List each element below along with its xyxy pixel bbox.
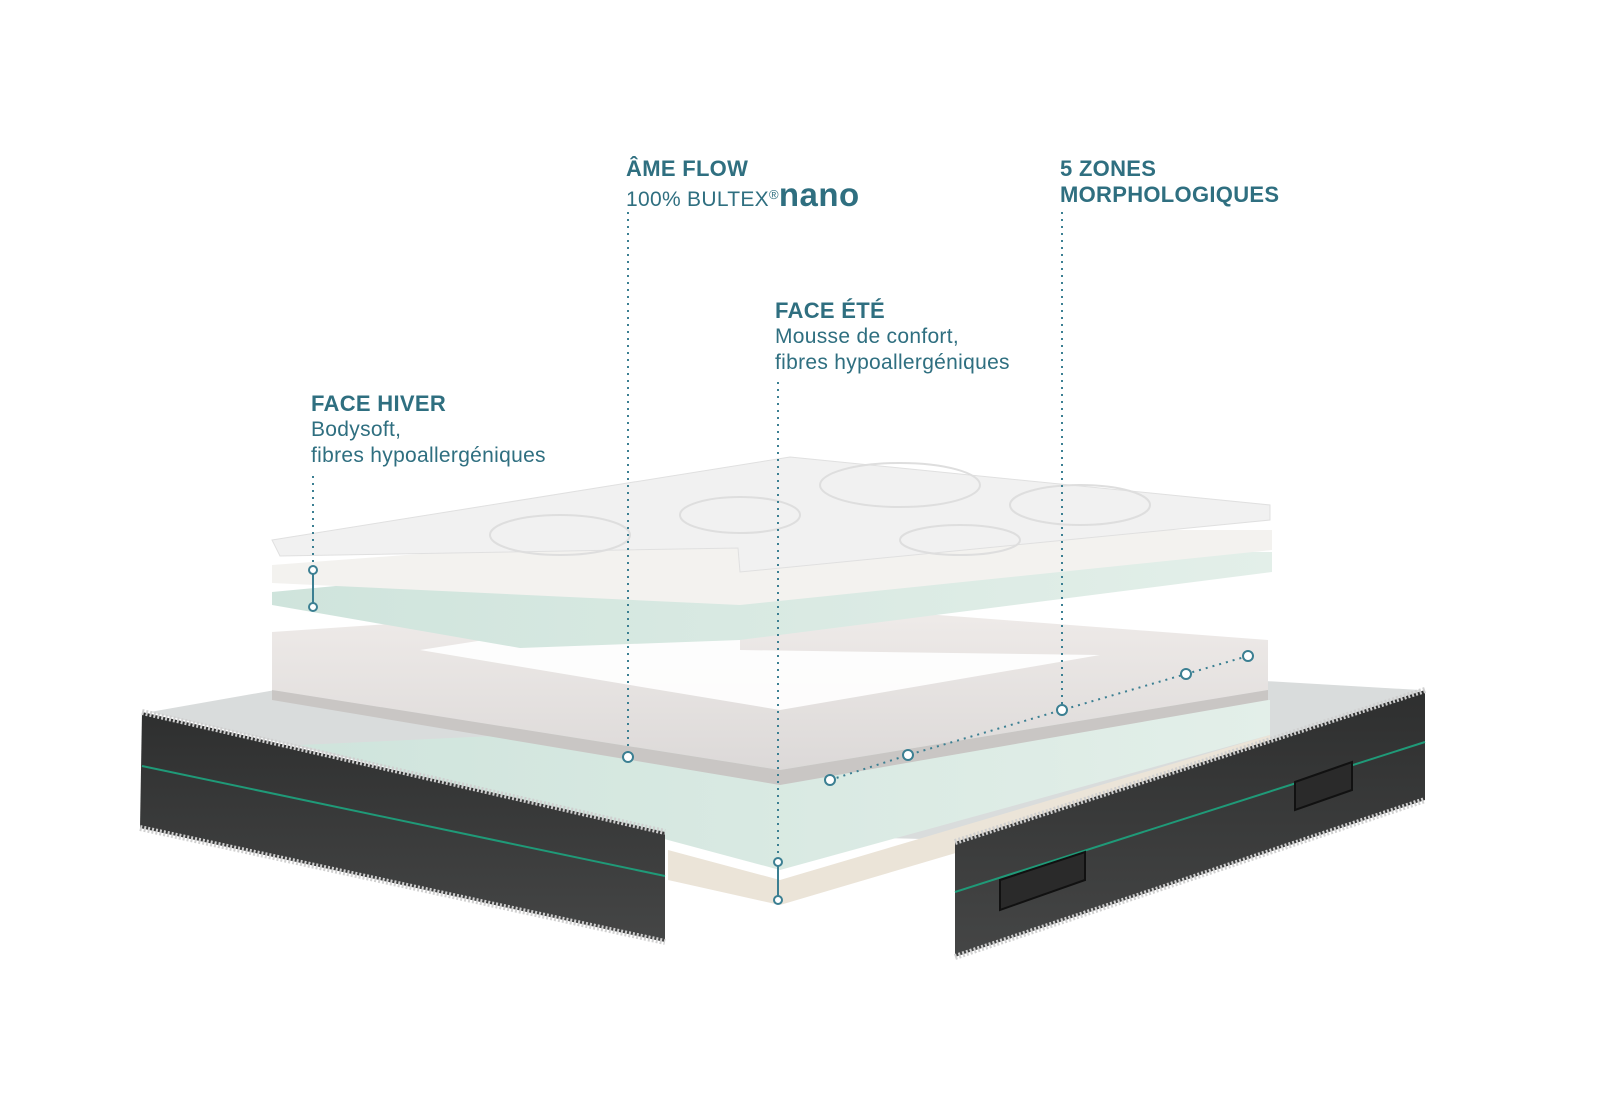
face-ete-line1: Mousse de confort, <box>775 325 959 348</box>
right-border-panel <box>954 687 1426 960</box>
label-face-ete: FACE ÉTÉ Mousse de confort, fibres hypoa… <box>775 298 1010 376</box>
face-ete-quilted-layer <box>271 456 1271 573</box>
face-hiver-title: FACE HIVER <box>311 391 447 416</box>
zones-title-2: MORPHOLOGIQUES <box>1060 182 1280 207</box>
label-zones: 5 ZONES MORPHOLOGIQUES <box>1060 156 1279 208</box>
label-ame-flow: ÂME FLOW 100% BULTEX®nano <box>626 156 860 213</box>
handle-icon <box>999 760 1353 912</box>
face-ete-title: FACE ÉTÉ <box>775 298 885 323</box>
face-hiver-line2: fibres hypoallergéniques <box>311 444 546 467</box>
label-face-hiver: FACE HIVER Bodysoft, fibres hypoallergén… <box>311 391 546 469</box>
ame-flow-title: ÂME FLOW <box>626 156 749 181</box>
ame-flow-line: 100% BULTEX <box>626 188 769 211</box>
registered-mark: ® <box>768 187 779 202</box>
zones-title-1: 5 ZONES <box>1060 156 1157 181</box>
leader-lines <box>308 212 1254 905</box>
face-hiver-line1: Bodysoft, <box>311 418 402 441</box>
brand-nano: nano <box>778 176 860 213</box>
face-ete-line2: fibres hypoallergéniques <box>775 351 1010 374</box>
left-border-panel <box>139 709 666 945</box>
